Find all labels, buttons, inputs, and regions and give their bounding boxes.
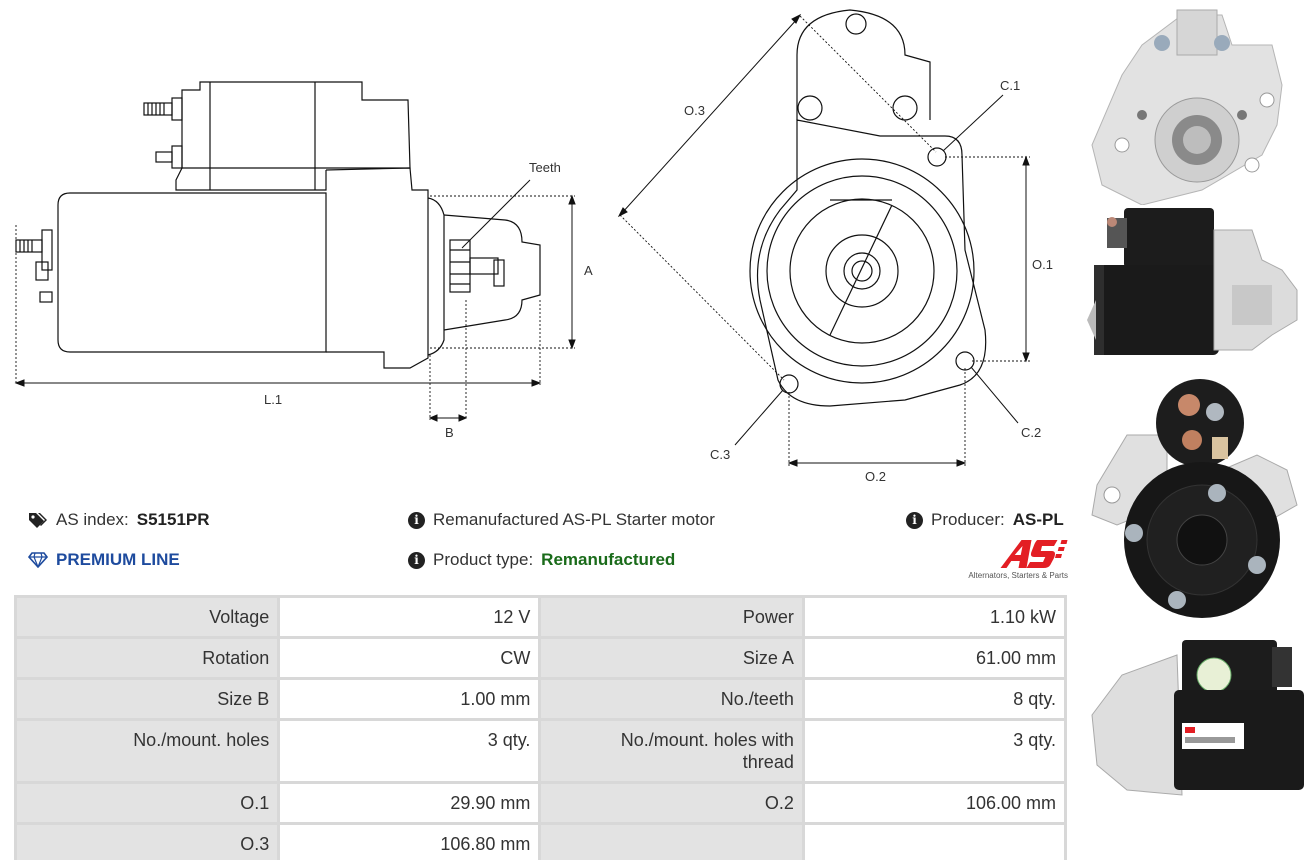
param-value (801, 822, 1068, 860)
product-photos (1082, 0, 1316, 860)
param-label: No./teeth (538, 677, 805, 721)
label-c3: C.3 (710, 447, 731, 462)
param-value: 3 qty. (277, 718, 542, 784)
param-label: Size B (13, 677, 281, 721)
param-value: 12 V (277, 595, 542, 639)
logo-tagline: Alternators, Starters & Parts (968, 571, 1068, 580)
info-icon: i (408, 551, 425, 569)
motor-outer-circle (749, 158, 975, 384)
label-o2: O.2 (865, 469, 886, 484)
producer-value: AS-PL (1012, 510, 1064, 529)
product-type-label: Product type: (433, 550, 534, 569)
description-row: i Remanufactured AS-PL Starter motor (408, 510, 715, 530)
diamond-icon (28, 552, 48, 568)
as-pl-logo: Alternators, Starters & Parts (964, 538, 1068, 584)
param-label: Size A (538, 636, 805, 680)
param-value: CW (277, 636, 542, 680)
product-type-row: i Product type: Remanufactured (408, 550, 675, 570)
as-logo-mark (1000, 540, 1068, 568)
label-o1: O.1 (1032, 257, 1053, 272)
photo-rear[interactable] (1082, 375, 1312, 630)
param-label: O.2 (538, 781, 805, 825)
param-label (538, 822, 805, 860)
param-label: No./mount. holes (13, 718, 281, 784)
param-value: 1.10 kW (801, 595, 1068, 639)
product-type-value: Remanufactured (541, 550, 676, 569)
premium-line-row[interactable]: PREMIUM LINE (28, 550, 180, 570)
param-label: O.1 (13, 781, 281, 825)
param-value: 3 qty. (801, 718, 1068, 784)
param-label: O.3 (13, 822, 281, 860)
producer-row: i Producer: AS-PL (906, 510, 1064, 530)
drive-housing (325, 167, 429, 369)
param-label: No./mount. holes with thread (538, 718, 805, 784)
as-index-value: S5151PR (136, 510, 210, 529)
parameters-table: Voltage 12 V Power 1.10 kW Rotation CW S… (13, 595, 1068, 860)
as-index-label: AS index: (56, 510, 129, 529)
param-value: 8 qty. (801, 677, 1068, 721)
label-o3: O.3 (684, 103, 705, 118)
as-index-row: AS index: S5151PR (28, 510, 210, 530)
tags-icon (29, 513, 47, 528)
label-c1: C.1 (1000, 78, 1021, 93)
motor-body (57, 192, 327, 353)
photo-side-label[interactable] (1082, 635, 1312, 805)
label-a: A (584, 263, 593, 278)
table-row: O.1 29.90 mm O.2 106.00 mm (13, 781, 1068, 825)
table-row: O.3 106.80 mm (13, 822, 1068, 860)
technical-drawing: Teeth A B L.1 O.3 C.1 O.1 C.2 C.3 O.2 (0, 0, 1075, 495)
param-value: 106.80 mm (277, 822, 542, 860)
drawing-svg (14, 9, 1030, 468)
table-row: No./mount. holes 3 qty. No./mount. holes… (13, 718, 1068, 784)
info-icon: i (408, 511, 425, 529)
terminal-stud-bottom (155, 151, 173, 163)
param-value: 1.00 mm (277, 677, 542, 721)
label-c2: C.2 (1021, 425, 1042, 440)
premium-line-label: PREMIUM LINE (56, 550, 180, 569)
photo-front-flange[interactable] (1082, 5, 1312, 205)
param-value: 29.90 mm (277, 781, 542, 825)
param-label: Rotation (13, 636, 281, 680)
table-row: Rotation CW Size A 61.00 mm (13, 636, 1068, 680)
flange-plate (756, 119, 987, 407)
producer-label: Producer: (931, 510, 1005, 529)
param-label: Power (538, 595, 805, 639)
label-b: B (445, 425, 454, 440)
solenoid-outline (181, 81, 411, 169)
label-l1: L.1 (264, 392, 283, 407)
param-value: 106.00 mm (801, 781, 1068, 825)
description-text: Remanufactured AS-PL Starter motor (433, 510, 715, 529)
info-icon: i (906, 511, 923, 529)
flange-ear (796, 9, 931, 120)
table-row: Voltage 12 V Power 1.10 kW (13, 595, 1068, 639)
photo-side[interactable] (1082, 200, 1312, 365)
param-label: Voltage (13, 595, 281, 639)
param-value: 61.00 mm (801, 636, 1068, 680)
label-teeth: Teeth (529, 160, 561, 175)
table-row: Size B 1.00 mm No./teeth 8 qty. (13, 677, 1068, 721)
